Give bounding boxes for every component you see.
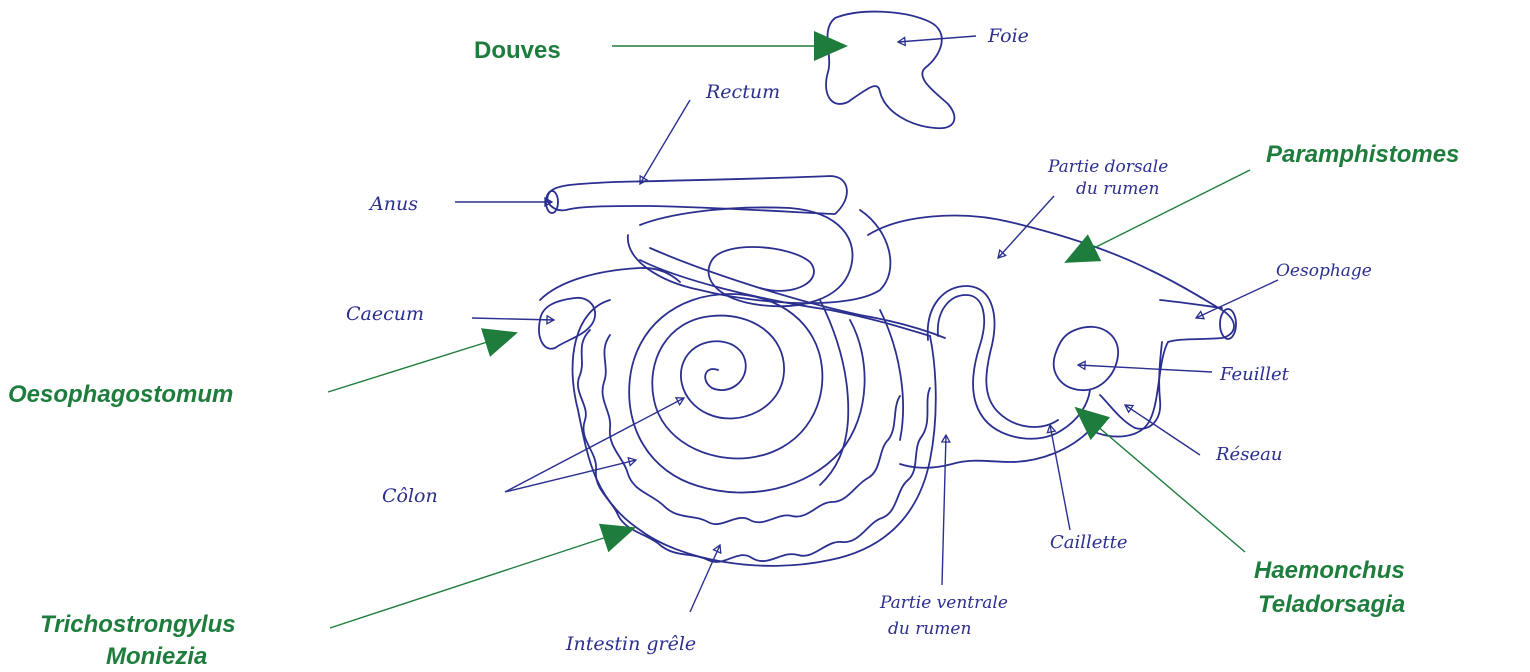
label-paramphistomes: Paramphistomes: [1266, 141, 1459, 168]
liver-shape: [826, 12, 954, 129]
parasite-labels: Douves Paramphistomes Oesophagostomum Ha…: [8, 37, 1459, 670]
label-feuillet: Feuillet: [1219, 364, 1290, 385]
rumen-fold: [938, 295, 1090, 439]
colon-spiral: [629, 294, 864, 493]
feuillet-shape: [1054, 327, 1118, 390]
label-caillette: Caillette: [1050, 532, 1128, 553]
arrow-oesophagostomum: [328, 333, 516, 392]
rectum-tube: [547, 176, 846, 214]
label-partie-ventrale-2: du rumen: [888, 619, 971, 639]
label-partie-ventrale-1: Partie ventrale: [879, 593, 1008, 613]
organ-leaders: [455, 36, 1278, 612]
arrow-haemonchus: [1076, 408, 1245, 552]
arrow-trichostrongylus: [330, 528, 634, 628]
inner-loop-b: [880, 310, 903, 440]
colon-upper-loop-4: [650, 248, 945, 338]
intestine-wavy-outer: [578, 330, 930, 562]
intestine-wavy-inner: [602, 335, 900, 524]
label-douves: Douves: [474, 37, 561, 64]
rumen-fold-inner: [928, 286, 1058, 427]
label-rectum: Rectum: [705, 81, 780, 103]
label-haemonchus: Haemonchus: [1254, 557, 1405, 584]
label-partie-dorsale-1: Partie dorsale: [1047, 157, 1168, 177]
organ-outlines: [539, 12, 1236, 566]
label-moniezia: Moniezia: [106, 643, 207, 670]
label-colon: Côlon: [382, 485, 438, 507]
label-oesophage: Oesophage: [1276, 261, 1372, 281]
label-trichostrongylus: Trichostrongylus: [40, 611, 236, 638]
colon-upper-loop-2: [628, 210, 891, 303]
label-caecum: Caecum: [346, 303, 424, 325]
label-foie: Foie: [987, 25, 1029, 47]
label-intestin-grele: Intestin grêle: [565, 633, 696, 655]
label-teladorsagia: Teladorsagia: [1258, 591, 1405, 618]
label-reseau: Réseau: [1215, 444, 1282, 465]
label-oesophagostomum: Oesophagostomum: [8, 381, 233, 408]
caecum-to-colon: [540, 268, 680, 300]
label-anus: Anus: [368, 193, 418, 215]
caecum-shape: [539, 298, 595, 349]
label-partie-dorsale-2: du rumen: [1076, 179, 1159, 199]
